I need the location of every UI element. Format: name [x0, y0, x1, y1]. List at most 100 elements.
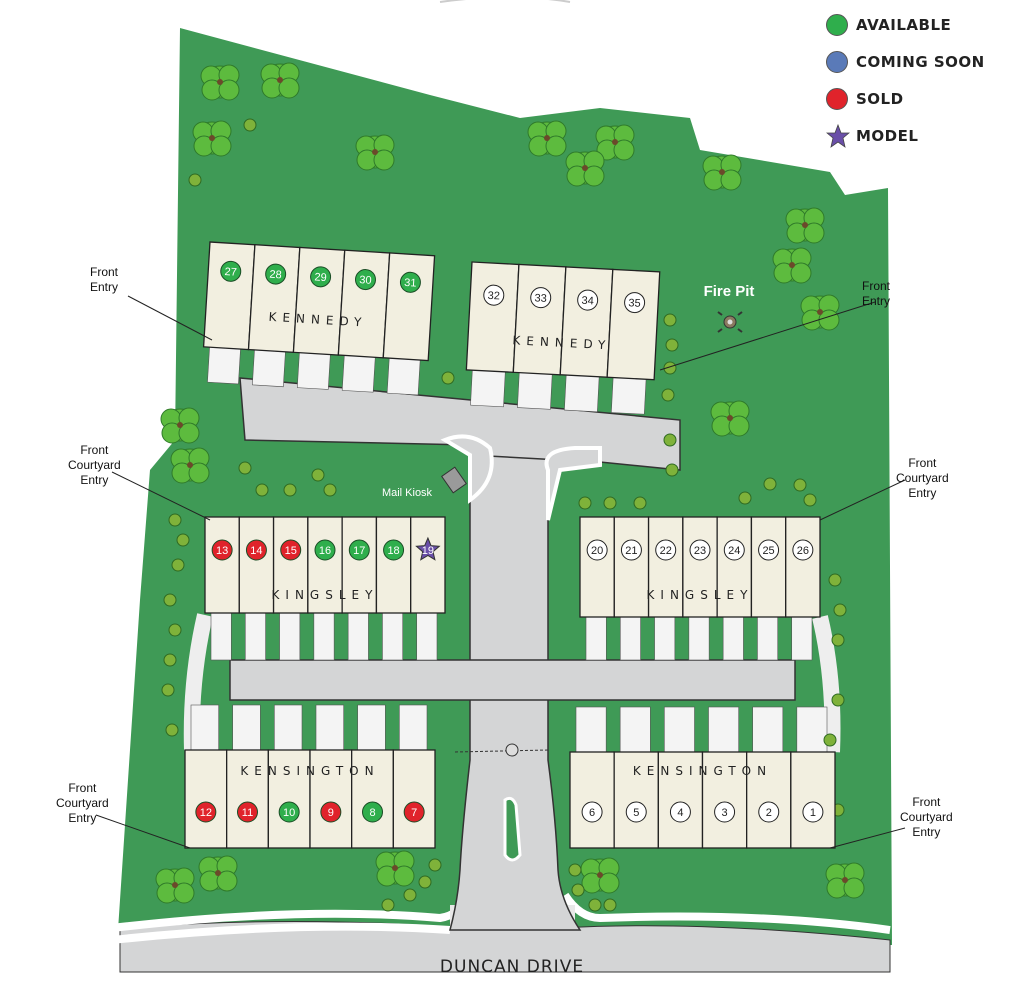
- sold-dot-icon: [826, 87, 848, 110]
- unit-13[interactable]: 13: [204, 516, 240, 614]
- unit-status-marker: [211, 539, 233, 561]
- unit-number: 34: [581, 295, 594, 308]
- unit-26[interactable]: 26: [785, 516, 821, 618]
- unit-lot[interactable]: [309, 749, 353, 849]
- unit-32[interactable]: 32: [465, 261, 520, 373]
- unit-1[interactable]: 1: [790, 751, 836, 849]
- unit-lot[interactable]: [569, 751, 615, 849]
- unit-29[interactable]: 29: [292, 246, 346, 356]
- unit-3[interactable]: 3: [701, 751, 748, 849]
- unit-status-marker: [758, 801, 780, 823]
- unit-6[interactable]: 6: [569, 751, 615, 849]
- unit-status-marker: [278, 801, 300, 823]
- unit-lot[interactable]: [247, 244, 301, 353]
- unit-lot[interactable]: [647, 516, 684, 618]
- unit-lot[interactable]: [579, 516, 615, 618]
- unit-lot[interactable]: [790, 751, 836, 849]
- unit-12[interactable]: 12: [184, 749, 228, 849]
- driveway: [279, 612, 301, 661]
- unit-lot[interactable]: [392, 749, 436, 849]
- unit-14[interactable]: 14: [238, 516, 275, 614]
- unit-35[interactable]: 35: [606, 268, 661, 381]
- unit-lot[interactable]: [351, 749, 394, 849]
- driveway: [386, 357, 421, 396]
- unit-status-marker: [723, 539, 745, 561]
- shrub-icon: [188, 173, 202, 187]
- unit-lot[interactable]: [606, 268, 661, 381]
- unit-lot[interactable]: [204, 516, 240, 614]
- unit-19[interactable]: 19: [410, 516, 446, 614]
- unit-10[interactable]: 10: [267, 749, 311, 849]
- unit-2[interactable]: 2: [746, 751, 792, 849]
- unit-34[interactable]: 34: [559, 266, 614, 378]
- unit-20[interactable]: 20: [579, 516, 615, 618]
- unit-number: 2: [766, 807, 772, 819]
- unit-17[interactable]: 17: [341, 516, 378, 614]
- unit-7[interactable]: 7: [392, 749, 436, 849]
- unit-15[interactable]: 15: [272, 516, 309, 614]
- shrub-icon: [578, 496, 592, 510]
- driveway: [585, 616, 607, 661]
- shrub-icon: [381, 898, 395, 912]
- unit-lot[interactable]: [512, 263, 567, 376]
- unit-lot[interactable]: [337, 249, 391, 359]
- unit-27[interactable]: 27: [202, 241, 256, 351]
- unit-lot[interactable]: [465, 261, 520, 373]
- unit-lot[interactable]: [410, 516, 446, 614]
- unit-number: 30: [359, 274, 372, 287]
- unit-lot[interactable]: [382, 252, 436, 362]
- building-name: KENNEDY: [268, 310, 368, 330]
- unit-status-marker: [655, 539, 677, 561]
- unit-lot[interactable]: [226, 749, 269, 849]
- unit-18[interactable]: 18: [375, 516, 412, 614]
- shrub-icon: [833, 603, 847, 617]
- unit-number: 31: [404, 277, 417, 290]
- unit-status-marker: [802, 801, 824, 823]
- unit-status-marker: [399, 271, 421, 293]
- unit-25[interactable]: 25: [750, 516, 787, 618]
- unit-lot[interactable]: [267, 749, 311, 849]
- unit-23[interactable]: 23: [682, 516, 718, 618]
- driveway: [274, 704, 303, 751]
- unit-30[interactable]: 30: [337, 249, 391, 359]
- unit-lot[interactable]: [785, 516, 821, 618]
- legend-sold: SOLD: [826, 80, 985, 117]
- unit-lot[interactable]: [559, 266, 614, 378]
- unit-number: 21: [625, 545, 637, 557]
- unit-33[interactable]: 33: [512, 263, 567, 376]
- shrub-icon: [823, 733, 837, 747]
- driveway: [244, 612, 266, 661]
- unit-lot[interactable]: [238, 516, 275, 614]
- unit-number: 4: [677, 807, 683, 819]
- tree-icon: [800, 294, 840, 331]
- unit-lot[interactable]: [292, 246, 346, 356]
- unit-22[interactable]: 22: [647, 516, 684, 618]
- unit-11[interactable]: 11: [226, 749, 269, 849]
- unit-lot[interactable]: [375, 516, 412, 614]
- unit-lot[interactable]: [746, 751, 792, 849]
- unit-number: 28: [269, 269, 282, 282]
- unit-lot[interactable]: [716, 516, 753, 618]
- unit-21[interactable]: 21: [613, 516, 650, 618]
- unit-9[interactable]: 9: [309, 749, 353, 849]
- unit-lot[interactable]: [202, 241, 256, 351]
- unit-lot[interactable]: [750, 516, 787, 618]
- unit-lot[interactable]: [613, 516, 650, 618]
- unit-status-marker: [195, 801, 217, 823]
- unit-31[interactable]: 31: [382, 252, 436, 362]
- unit-8[interactable]: 8: [351, 749, 394, 849]
- unit-lot[interactable]: [682, 516, 718, 618]
- shrub-icon: [663, 361, 677, 375]
- unit-status-marker: [577, 289, 599, 311]
- unit-28[interactable]: 28: [247, 244, 301, 353]
- unit-24[interactable]: 24: [716, 516, 753, 618]
- unit-lot[interactable]: [184, 749, 228, 849]
- unit-lot[interactable]: [341, 516, 378, 614]
- unit-4[interactable]: 4: [657, 751, 704, 849]
- unit-number: 26: [797, 545, 809, 557]
- unit-lot[interactable]: [701, 751, 748, 849]
